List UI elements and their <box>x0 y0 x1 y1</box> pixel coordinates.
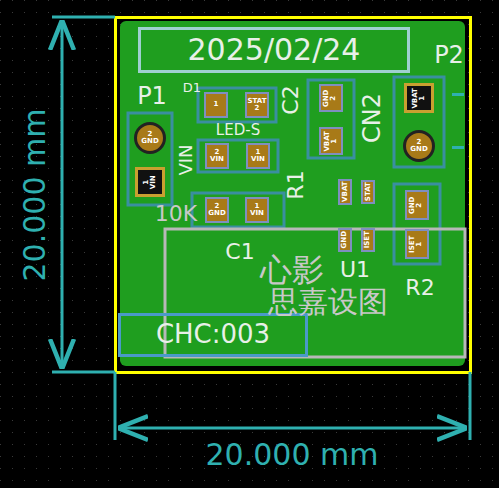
pad-text: 2 <box>417 139 422 146</box>
pad-text-group: GND2 <box>410 196 425 213</box>
pad-text: 2 <box>417 203 424 208</box>
smd-pad: GND2 <box>405 190 429 220</box>
pad-text: 1 <box>331 139 338 144</box>
pad-text: VIN <box>251 156 265 163</box>
round-pad: 2GND <box>403 130 435 162</box>
pad-text: 2 <box>255 105 260 112</box>
board-outline <box>116 18 471 373</box>
pad-text-group: 2GND <box>141 131 158 146</box>
pad-text: 2 <box>331 96 338 101</box>
pad-text: GND <box>410 146 427 153</box>
pad-text-group: 2GND <box>410 139 427 154</box>
round-pad: 2GND <box>134 122 166 154</box>
pad-text: VIN <box>150 175 157 189</box>
dimension-text: 20.000 mm <box>206 440 379 470</box>
pad-text: ISET <box>410 235 417 252</box>
pad-text-group: ISET <box>364 231 371 248</box>
pad-text: GND <box>341 231 348 248</box>
pad-text: STAT <box>364 183 371 202</box>
pad-text: VIN <box>250 210 264 217</box>
pad-text-group: 2GND <box>208 203 225 218</box>
pad-text: 1 <box>419 96 426 101</box>
watermark: 思嘉设图 <box>268 287 388 317</box>
pad-text-group: 1VIN <box>143 175 158 189</box>
date-box: 2025/02/24 <box>138 27 410 73</box>
pad-text: STAT <box>248 98 267 105</box>
ic-pad: ISET <box>361 228 374 251</box>
via-marks <box>452 93 464 149</box>
pad-text-group: VBAT1 <box>412 88 427 108</box>
ic-pad: STAT <box>361 180 374 205</box>
designator: P2 <box>434 43 464 67</box>
dimension-lines <box>52 17 470 440</box>
pad-text-group: VBAT <box>341 182 348 202</box>
pad-text: VIN <box>210 156 224 163</box>
smd-pad: 1VIN <box>246 143 270 169</box>
designator: C2 <box>280 85 302 114</box>
pad-text-group: GND2 <box>324 89 339 106</box>
pad-text: 1 <box>256 149 261 156</box>
pad-text-group: VBAT1 <box>324 131 339 151</box>
designator: CN2 <box>360 93 384 143</box>
pad-text: 1 <box>255 203 260 210</box>
smd-pad: 2VIN <box>205 143 229 169</box>
version-box: CHC:003 <box>118 313 308 357</box>
pad-text-group: STAT2 <box>248 98 267 113</box>
designator: D1 <box>183 81 201 94</box>
designator: P1 <box>137 84 167 108</box>
smd-pad: ISET1 <box>405 229 429 259</box>
pad-text: ISET <box>364 231 371 248</box>
part-value: 10K <box>155 203 197 225</box>
pad-text: GND <box>208 210 225 217</box>
part-value: LED-S <box>216 123 260 138</box>
pad-text: GND <box>141 138 158 145</box>
smd-pad: 2GND <box>205 197 229 223</box>
pad-text: 2 <box>215 149 220 156</box>
square-pad: VBAT1 <box>404 83 434 113</box>
designator: C1 <box>225 241 254 263</box>
pad-text: 1 <box>417 242 424 247</box>
pad-text: VBAT <box>324 131 331 151</box>
smd-pad: 1VIN <box>245 197 269 223</box>
pad-text: 2 <box>215 203 220 210</box>
square-pad: 1VIN <box>135 167 165 197</box>
designator: R2 <box>405 277 434 299</box>
pad-text: VBAT <box>341 182 348 202</box>
smd-pad: GND2 <box>319 84 343 112</box>
pad-text-group: GND <box>341 231 348 248</box>
pad-text: GND <box>410 196 417 213</box>
designator: R1 <box>285 170 307 199</box>
component-outlines <box>128 77 444 264</box>
pad-text-group: 1 <box>214 101 219 108</box>
smd-pad: VBAT1 <box>319 127 343 155</box>
pad-text: 2025/02/24 <box>188 34 361 66</box>
pad-text-group: STAT <box>364 183 371 202</box>
ic-pad: VBAT <box>338 179 351 205</box>
pad-text-group: 1VIN <box>251 149 265 164</box>
pad-text: GND <box>324 89 331 106</box>
ic-pad: GND <box>338 228 351 251</box>
pad-text-group: 1VIN <box>250 203 264 218</box>
pad-text: 2 <box>148 131 153 138</box>
pad-text-group: 2025/02/24 <box>188 34 361 66</box>
pad-text-group: ISET1 <box>410 235 425 252</box>
pad-text-group: 2VIN <box>210 149 224 164</box>
pad-text: 1 <box>214 101 219 108</box>
pad-text: VBAT <box>412 88 419 108</box>
net-name: VIN <box>177 144 195 175</box>
designator: U1 <box>340 259 370 281</box>
dimension-text: 20.000 mm <box>20 109 50 282</box>
smd-pad: 1 <box>204 92 228 118</box>
pad-text-group: CHC:003 <box>156 321 270 348</box>
watermark: 心影 <box>260 254 324 286</box>
pad-text: 1 <box>143 180 150 185</box>
pad-text: CHC:003 <box>156 321 270 348</box>
smd-pad: STAT2 <box>245 92 270 118</box>
